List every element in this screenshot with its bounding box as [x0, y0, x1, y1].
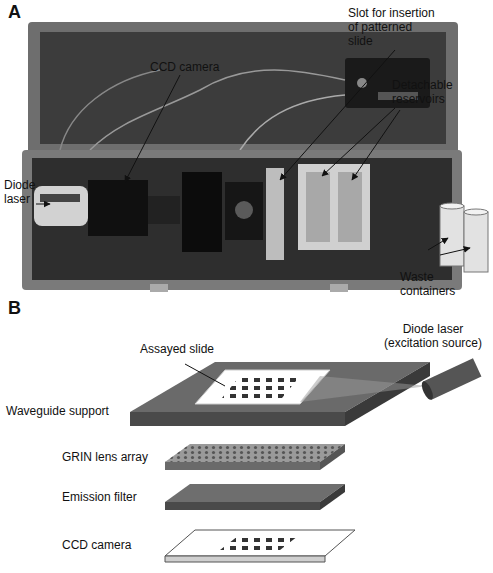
- leader-line: [322, 108, 395, 176]
- array-edge: [320, 444, 345, 470]
- laser-beam: [300, 376, 428, 402]
- ccd-camera: [88, 180, 148, 236]
- image-spots: [220, 536, 298, 550]
- case-latch: [330, 284, 348, 292]
- part-label: Diode laser (excitation source): [376, 322, 490, 350]
- optics-mount: [225, 182, 263, 240]
- case-latch: [150, 284, 168, 292]
- leader-line: [36, 204, 50, 205]
- part-label: Diode laser: [4, 178, 44, 206]
- support-edge: [130, 412, 345, 426]
- array-edge: [165, 462, 320, 470]
- leader-line: [352, 110, 400, 180]
- diode-laser: [34, 186, 88, 226]
- grin-lens-array: [165, 444, 345, 462]
- wire: [90, 70, 345, 150]
- part-label: CCD camera: [62, 538, 162, 552]
- part-label: Waveguide support: [6, 404, 128, 418]
- waveguide-support: [130, 362, 430, 412]
- part-label: Detachable reservoirs: [392, 78, 464, 106]
- case-base: [22, 150, 462, 290]
- optics-mount: [182, 172, 222, 252]
- laser-label: [40, 194, 80, 202]
- part-label: Assayed slide: [140, 342, 230, 356]
- filter-edge: [320, 484, 345, 510]
- camera-edge: [165, 556, 325, 562]
- part-label: Waste containers: [400, 270, 470, 298]
- reservoir: [306, 172, 330, 242]
- filter-edge: [165, 502, 320, 510]
- part-label: Emission filter: [62, 490, 162, 504]
- spot-array: [222, 376, 300, 398]
- panel-letter: A: [8, 2, 38, 22]
- base-interior: [32, 158, 452, 280]
- laser-aperture: [419, 380, 435, 402]
- leader-line: [185, 364, 225, 386]
- part-label: CCD camera: [150, 60, 240, 74]
- optic-knob: [235, 201, 253, 219]
- container-rim: [464, 209, 488, 215]
- leader-line: [125, 75, 180, 182]
- part-label: Slot for insertion of patterned slide: [348, 6, 436, 48]
- emission-filter: [165, 484, 345, 502]
- panel-letter: B: [8, 298, 38, 318]
- slide-slot: [266, 168, 284, 260]
- ccd-camera: [165, 530, 355, 556]
- reservoir: [338, 172, 362, 242]
- lid-interior: [40, 32, 446, 144]
- part-label: GRIN lens array: [62, 450, 162, 464]
- leader-line: [280, 50, 395, 180]
- wire: [240, 95, 345, 150]
- waste-container: [440, 206, 464, 266]
- container-rim: [440, 203, 464, 209]
- camera-lens: [148, 196, 180, 224]
- leader-line: [428, 238, 448, 250]
- reservoir-block: [298, 164, 370, 250]
- waste-container: [464, 212, 488, 272]
- wire: [60, 70, 160, 150]
- leader-line: [440, 248, 470, 255]
- lens-grid: [165, 444, 345, 462]
